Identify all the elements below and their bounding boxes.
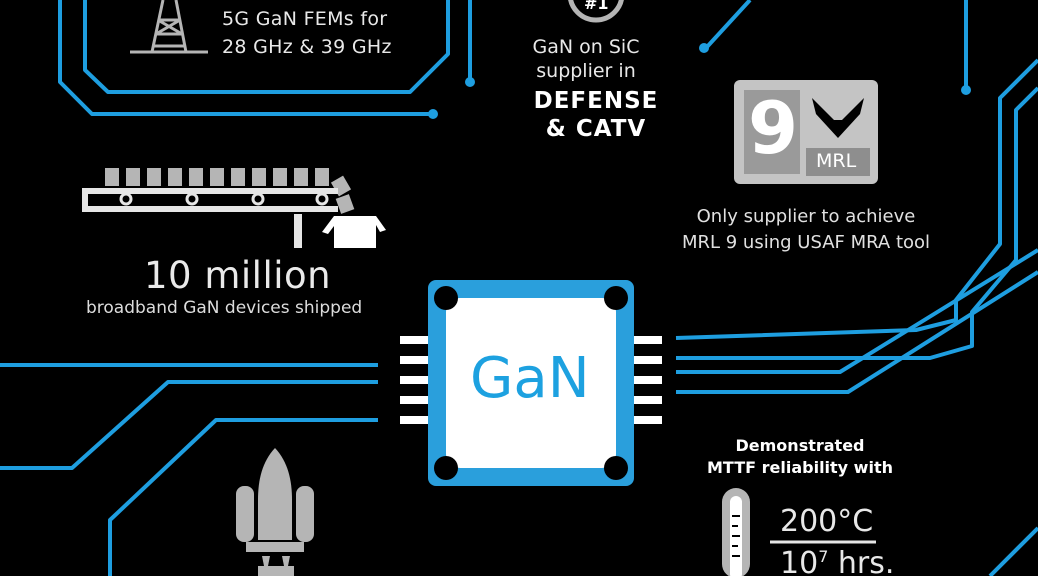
reliability-line-1: Demonstrated xyxy=(735,436,865,455)
rank-badge-icon xyxy=(568,0,624,23)
mrl-label: MRL xyxy=(816,150,857,172)
cell-tower-icon xyxy=(130,0,208,54)
conveyor-belt-icon xyxy=(82,168,386,248)
hours-exponent: 7 xyxy=(818,547,829,566)
shipped-count: 10 million xyxy=(144,254,332,297)
supplier-catv: & CATV xyxy=(545,116,647,142)
mrl-caption-2: MRL 9 using USAF MRA tool xyxy=(681,232,931,253)
shipped-caption: broadband GaN devices shipped xyxy=(86,298,363,318)
chip-label: GaN xyxy=(470,346,590,411)
fem-line-1: 5G GaN FEMs for xyxy=(222,8,388,30)
supplier-line-1: GaN on SiC xyxy=(532,36,640,58)
reliability-temperature: 200°C xyxy=(780,504,874,539)
rank-badge-text: #1 xyxy=(584,0,609,13)
mrl-caption-1: Only supplier to achieve xyxy=(696,206,916,227)
reliability-hours: 107 hrs. xyxy=(780,546,894,576)
chip-icon xyxy=(400,280,662,486)
hours-base: 10 xyxy=(780,546,819,576)
reliability-line-2: MTTF reliability with xyxy=(707,458,893,477)
supplier-defense: DEFENSE xyxy=(533,88,659,114)
supplier-line-2: supplier in xyxy=(536,60,636,82)
thermometer-icon xyxy=(722,488,750,576)
fem-line-2: 28 GHz & 39 GHz xyxy=(222,36,392,58)
space-shuttle-icon xyxy=(236,448,314,576)
mrl-number: 9 xyxy=(748,86,799,170)
usaf-wings-icon xyxy=(812,98,864,138)
mrl-badge xyxy=(734,80,878,184)
hours-unit: hrs. xyxy=(828,546,895,576)
